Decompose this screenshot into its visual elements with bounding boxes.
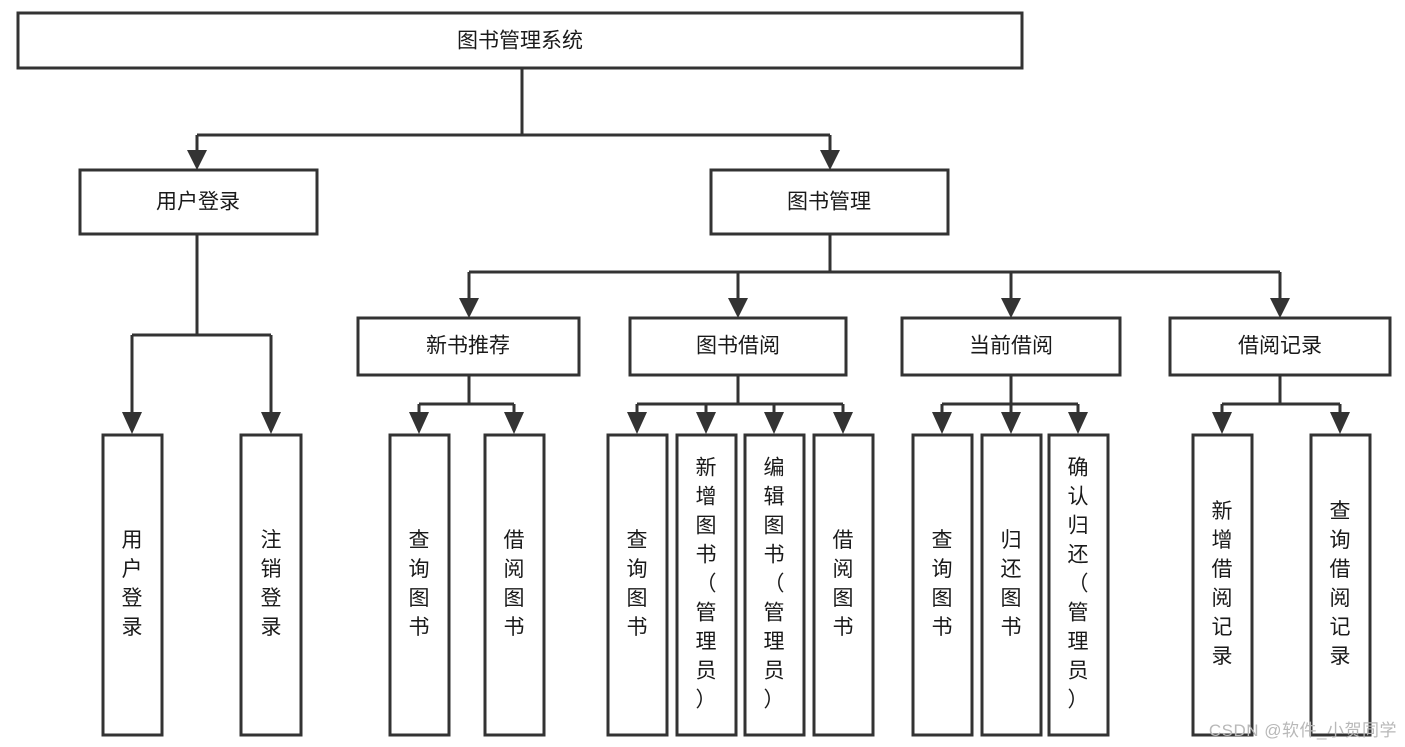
arrowhead-leaf-query-book-2 [627,412,647,434]
arrowhead-leaf-user-login [122,412,142,434]
arrowhead-book-management [820,150,840,170]
node-leaf-add-book[interactable]: 新增图书（管理员） [675,433,738,737]
node-new-book-recommend-label: 新书推荐 [426,335,510,358]
node-leaf-query-book-2-label: 查询图书 [627,529,648,639]
arrowhead-leaf-borrow-book-1 [504,412,524,434]
node-leaf-query-book-1[interactable]: 查询图书 [388,433,451,737]
node-root-label: 图书管理系统 [457,30,583,53]
arrowhead-leaf-add-record [1212,412,1232,434]
node-book-management[interactable]: 图书管理 [709,168,950,236]
node-leaf-add-book-label: 新增图书（管理员） [696,457,717,712]
node-current-borrow-box[interactable] [900,316,1122,377]
node-leaf-add-record-label: 新增借阅记录 [1212,500,1233,668]
node-book-borrow[interactable]: 图书借阅 [628,316,848,377]
arrowhead-new-book-recommend [459,298,479,318]
node-current-borrow[interactable]: 当前借阅 [900,316,1122,377]
node-leaf-edit-book-label: 编辑图书（管理员） [764,457,785,712]
node-root[interactable]: 图书管理系统 [16,11,1024,70]
node-user-login-box[interactable] [78,168,319,236]
node-leaf-add-record-box[interactable] [1191,433,1254,737]
node-leaf-borrow-book-1-label: 借阅图书 [504,529,525,639]
arrowhead-leaf-query-book-1 [409,412,429,434]
arrowhead-leaf-query-record [1330,412,1350,434]
arrowhead-current-borrow [1001,298,1021,318]
node-leaf-borrow-book-2-box[interactable] [812,433,875,737]
node-root-box[interactable] [16,11,1024,70]
node-new-book-recommend-box[interactable] [356,316,581,377]
arrowhead-leaf-borrow-book-2 [833,412,853,434]
node-leaf-user-login-label: 用户登录 [122,529,143,639]
node-leaf-add-book-box[interactable] [675,433,738,737]
node-leaf-user-logout[interactable]: 注销登录 [239,433,303,737]
node-leaf-query-book-1-label: 查询图书 [409,529,430,639]
node-leaf-user-logout-box[interactable] [239,433,303,737]
node-leaf-return-book-box[interactable] [980,433,1043,737]
arrowhead-book-borrow [728,298,748,318]
node-current-borrow-label: 当前借阅 [969,335,1053,358]
node-book-borrow-box[interactable] [628,316,848,377]
node-book-borrow-label: 图书借阅 [696,335,780,358]
arrowhead-leaf-confirm-return [1068,412,1088,434]
node-leaf-edit-book-box[interactable] [743,433,806,737]
node-borrow-record[interactable]: 借阅记录 [1168,316,1392,377]
node-user-login[interactable]: 用户登录 [78,168,319,236]
node-leaf-user-login[interactable]: 用户登录 [101,433,164,737]
node-leaf-add-record[interactable]: 新增借阅记录 [1191,433,1254,737]
arrowhead-leaf-return-book [1001,412,1021,434]
node-leaf-borrow-book-1[interactable]: 借阅图书 [483,433,546,737]
arrowhead-user-login [187,150,207,170]
connector-layer [122,68,1350,434]
arrowhead-leaf-user-logout [261,412,281,434]
node-leaf-return-book-label: 归还图书 [1001,529,1022,639]
node-leaf-query-record-box[interactable] [1309,433,1372,737]
arrowhead-leaf-edit-book [764,412,784,434]
node-leaf-confirm-return-box[interactable] [1047,433,1110,737]
node-leaf-query-book-2-box[interactable] [606,433,669,737]
node-leaf-borrow-book-2[interactable]: 借阅图书 [812,433,875,737]
node-leaf-user-logout-label: 注销登录 [261,529,282,639]
node-leaf-query-book-3-box[interactable] [911,433,974,737]
csdn-watermark: CSDN @软件_小贺同学 [1208,721,1397,740]
node-leaf-query-record-label: 查询借阅记录 [1330,500,1351,668]
node-borrow-record-box[interactable] [1168,316,1392,377]
node-leaf-query-book-2[interactable]: 查询图书 [606,433,669,737]
node-leaf-user-login-box[interactable] [101,433,164,737]
node-book-management-label: 图书管理 [787,191,871,214]
node-leaf-confirm-return[interactable]: 确认归还（管理员） [1047,433,1110,737]
arrowhead-leaf-add-book [696,412,716,434]
node-leaf-return-book[interactable]: 归还图书 [980,433,1043,737]
node-leaf-query-record[interactable]: 查询借阅记录 [1309,433,1372,737]
node-leaf-confirm-return-label: 确认归还（管理员） [1068,457,1089,712]
node-borrow-record-label: 借阅记录 [1238,335,1322,358]
node-leaf-borrow-book-1-box[interactable] [483,433,546,737]
node-leaf-query-book-1-box[interactable] [388,433,451,737]
node-leaf-borrow-book-2-label: 借阅图书 [833,529,854,639]
node-leaf-query-book-3-label: 查询图书 [932,529,953,639]
arrowhead-borrow-record [1270,298,1290,318]
node-new-book-recommend[interactable]: 新书推荐 [356,316,581,377]
node-leaf-query-book-3[interactable]: 查询图书 [911,433,974,737]
node-leaf-edit-book[interactable]: 编辑图书（管理员） [743,433,806,737]
node-user-login-label: 用户登录 [156,191,240,214]
node-book-management-box[interactable] [709,168,950,236]
arrowhead-leaf-query-book-3 [932,412,952,434]
